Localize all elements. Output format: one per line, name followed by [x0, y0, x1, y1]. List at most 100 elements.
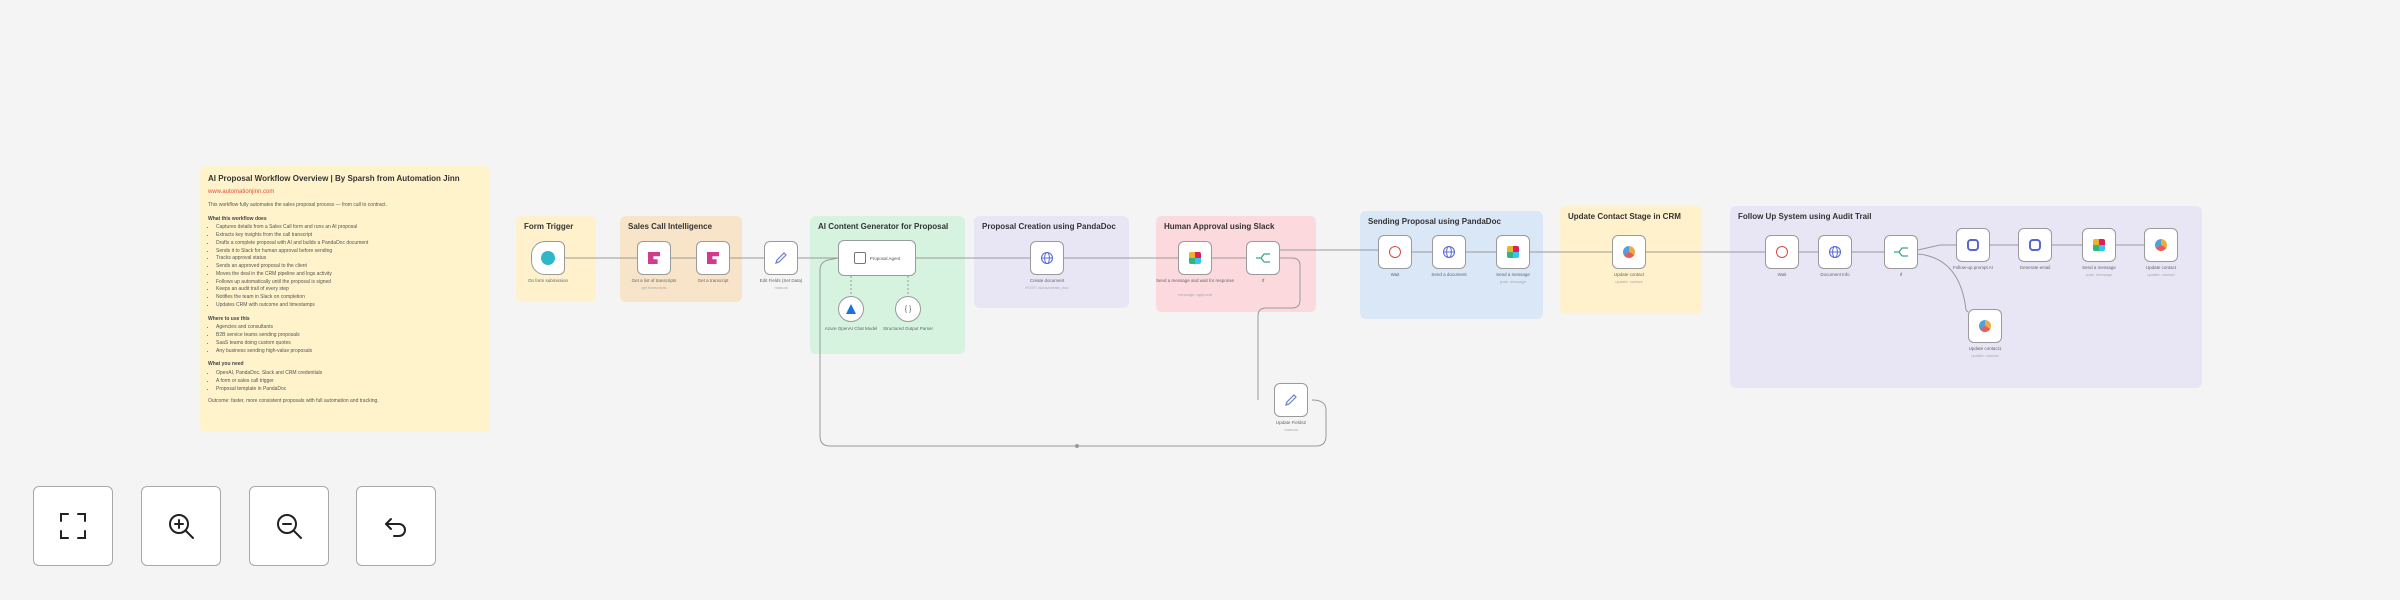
node-label: Send a document — [1431, 272, 1467, 277]
node-subtitle: get transcripts — [641, 285, 667, 290]
zoom-in-icon — [169, 514, 194, 539]
node-label: Update Fields2 — [1275, 420, 1307, 425]
openai-node-2[interactable] — [2018, 228, 2052, 262]
node-label: Update contact — [1613, 272, 1645, 277]
group-title: Sales Call Intelligence — [628, 222, 713, 231]
node-label: Wait — [1390, 272, 1400, 277]
node-label: Send a message — [2082, 265, 2116, 270]
node-label: Follow-up prompt AI — [1952, 265, 1994, 270]
fit-view-icon — [60, 513, 86, 539]
reset-zoom-button[interactable] — [356, 486, 436, 566]
group-title: Proposal Creation using PandaDoc — [982, 222, 1116, 231]
node-subtitle: update: contact — [1971, 353, 1999, 358]
list-item: Any business sending high-value proposal… — [216, 348, 482, 355]
fireflies-node-2[interactable] — [696, 241, 730, 275]
node-label: Get a list of transcripts — [631, 278, 677, 283]
group-title: Sending Proposal using PandaDoc — [1368, 217, 1501, 226]
group-title: Form Trigger — [524, 222, 574, 231]
if-node-1[interactable] — [1246, 241, 1280, 275]
note-intro: This workflow fully automates the sales … — [208, 201, 387, 208]
list-item: Tracks approval status — [216, 255, 482, 262]
group-title: AI Content Generator for Proposal — [818, 222, 949, 231]
list-item: Notifies the team in Slack on completion — [216, 294, 482, 301]
branch-icon — [1256, 253, 1270, 263]
node-label: Edit Fields (Set Data) — [759, 278, 803, 283]
wait-node-1[interactable] — [1378, 235, 1412, 269]
hubspot-icon — [1623, 246, 1635, 258]
note-list: Agencies and consultants B2B service tea… — [208, 324, 482, 354]
group-title: Update Contact Stage in CRM — [1568, 212, 1681, 221]
list-item: Keeps an audit trail of every step — [216, 286, 482, 293]
node-label: Update contact1 — [1968, 346, 2002, 351]
node-subtitle: message: approval — [1178, 292, 1212, 297]
pandadoc-create-node[interactable] — [1030, 241, 1064, 275]
wait-node-2[interactable] — [1765, 235, 1799, 269]
pencil-icon — [775, 252, 787, 264]
fireflies-icon — [707, 252, 719, 264]
node-subtitle: POST: /docs/create_doc — [1025, 285, 1069, 290]
node-subtitle: update: contact — [1615, 279, 1643, 284]
globe-icon — [1828, 245, 1842, 259]
node-subtitle: post: message — [2085, 272, 2112, 277]
node-label: Structured Output Parser — [882, 326, 934, 331]
slack-icon — [2093, 239, 2105, 251]
node-subtitle: manual — [774, 285, 788, 290]
slack-approval-node[interactable] — [1178, 241, 1212, 275]
node-label: Wait — [1777, 272, 1787, 277]
azure-openai-model-node[interactable] — [838, 296, 864, 322]
list-item: Sends it to Slack for human approval bef… — [216, 248, 482, 255]
slack-message-node-1[interactable] — [1496, 235, 1530, 269]
group-ai-content-generator[interactable]: AI Content Generator for Proposal — [810, 216, 965, 354]
fireflies-icon — [648, 252, 660, 264]
group-title: Human Approval using Slack — [1164, 222, 1275, 231]
node-label: Send a message and wait for response — [1155, 278, 1235, 283]
structured-output-parser-node[interactable]: { } — [895, 296, 921, 322]
pandadoc-send-node[interactable] — [1432, 235, 1466, 269]
list-item: Proposal template in PandaDoc — [216, 386, 482, 393]
openai-icon — [2029, 239, 2041, 251]
overview-sticky-note[interactable]: AI Proposal Workflow Overview | By Spars… — [200, 166, 490, 432]
node-subtitle: post: message — [1499, 279, 1526, 284]
node-label: Azure OpenAI Chat Model — [824, 326, 878, 331]
code-icon: { } — [904, 305, 912, 313]
node-subtitle: manual — [1284, 427, 1298, 432]
list-item: Agencies and consultants — [216, 324, 482, 331]
list-item: Sends an approved proposal to the client — [216, 263, 482, 270]
pandadoc-info-node[interactable] — [1818, 235, 1852, 269]
note-link[interactable]: www.automationjinn.com — [208, 188, 275, 195]
zoom-out-button[interactable] — [249, 486, 329, 566]
node-label: Get a transcript — [697, 278, 729, 283]
pencil-icon — [1285, 394, 1297, 406]
note-list: OpenAI, PandaDoc, Slack and CRM credenti… — [208, 370, 482, 392]
form-trigger-node[interactable] — [531, 241, 565, 275]
node-label: If — [1899, 272, 1903, 277]
list-item: Captures details from a Sales Call form … — [216, 224, 482, 231]
zoom-in-button[interactable] — [141, 486, 221, 566]
clock-icon — [1776, 246, 1788, 258]
node-label: Send a message — [1496, 272, 1530, 277]
list-item: Updates CRM with outcome and timestamps — [216, 302, 482, 309]
list-item: Moves the deal in the CRM pipeline and l… — [216, 271, 482, 278]
undo-icon — [385, 518, 406, 537]
if-node-2[interactable] — [1884, 235, 1918, 269]
form-icon — [541, 251, 555, 265]
list-item: B2B service teams sending proposals — [216, 332, 482, 339]
note-list: Captures details from a Sales Call form … — [208, 224, 482, 308]
fireflies-node-1[interactable] — [637, 241, 671, 275]
node-label: Create document — [1029, 278, 1065, 283]
fit-view-button[interactable] — [33, 486, 113, 566]
hubspot-update-node-3[interactable] — [1968, 309, 2002, 343]
note-section-title: What this workflow does — [208, 215, 267, 222]
proposal-agent-node[interactable]: Proposal Agent — [838, 240, 916, 276]
edit-fields-node-2[interactable] — [1274, 383, 1308, 417]
agent-label: Proposal Agent — [869, 255, 901, 261]
node-label: If — [1261, 278, 1265, 283]
openai-node-1[interactable] — [1956, 228, 1990, 262]
slack-message-node-2[interactable] — [2082, 228, 2116, 262]
openai-icon — [1967, 239, 1979, 251]
list-item: Drafts a complete proposal with AI and b… — [216, 240, 482, 247]
hubspot-update-node-1[interactable] — [1612, 235, 1646, 269]
hubspot-update-node-2[interactable] — [2144, 228, 2178, 262]
edit-fields-node-1[interactable] — [764, 241, 798, 275]
